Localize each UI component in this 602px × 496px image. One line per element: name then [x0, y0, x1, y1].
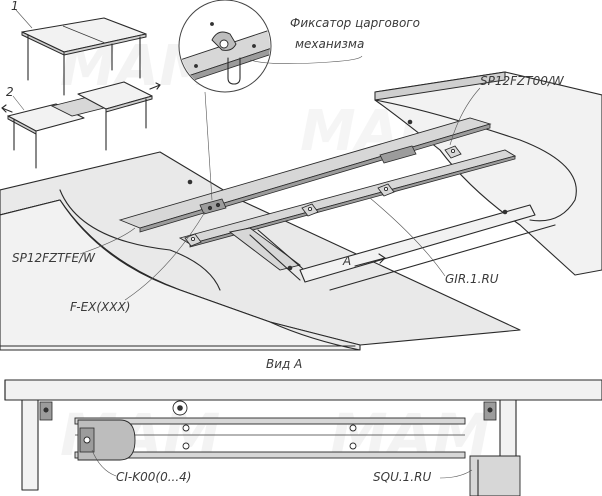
direction-label: A — [342, 254, 351, 268]
tabletop-right-edge — [374, 71, 506, 101]
stopper-block — [199, 198, 227, 215]
screw — [210, 22, 214, 26]
insert-guide-label: SP12FZT00/W — [480, 74, 565, 88]
stopper-leader — [124, 211, 206, 301]
screw — [194, 64, 198, 68]
lock-label-line1: Фиксатор царгового — [290, 16, 420, 30]
lock-spring — [227, 57, 241, 85]
table-closed-sketch: 1 — [11, 0, 147, 96]
pin — [407, 119, 413, 125]
tabletop-cutout-edge — [59, 189, 221, 291]
fixing-hole — [349, 442, 357, 450]
table-edge — [63, 33, 147, 56]
support-bar — [249, 234, 301, 281]
main-assembly — [0, 71, 602, 351]
profile-section — [469, 455, 521, 496]
support-bar — [257, 229, 311, 276]
arrow-right — [149, 84, 161, 90]
tabletop-right — [374, 71, 602, 276]
lock-label-leader — [249, 55, 363, 64]
apron-line — [329, 224, 556, 291]
fixing-hole — [182, 442, 190, 450]
mounting-bracket — [184, 233, 202, 247]
arrow-right-head — [155, 82, 161, 90]
callout-leader — [204, 91, 213, 201]
section-rail-bottom — [74, 451, 466, 459]
arrow-left-head — [1, 104, 7, 113]
guide-rail-front-lower — [189, 155, 516, 248]
center-roller — [172, 400, 188, 416]
section-view-a: CI-K00(0...4) SQU.1.RU — [4, 379, 602, 496]
direction-arrow — [354, 257, 386, 267]
lock-label-line2: механизма — [295, 37, 364, 51]
lock-mechanism — [379, 145, 417, 164]
mounting-bracket — [444, 145, 462, 159]
tabletop-right-cutout — [374, 99, 577, 222]
view-caption: Вид А — [266, 357, 302, 371]
arrow-left — [1, 107, 13, 113]
stopper-label: F-EX(XXX) — [70, 300, 130, 314]
bar-leader — [369, 197, 446, 277]
right-guide-fitting — [483, 401, 497, 421]
side-guide-leader — [79, 227, 136, 255]
pin — [287, 265, 293, 271]
side-guide-label: SP12FZTFE/W — [12, 251, 96, 265]
direction-arrow-head — [378, 253, 386, 264]
pin — [187, 179, 193, 185]
section-tabletop — [4, 379, 602, 401]
step-number-2: 2 — [6, 85, 14, 99]
apron-panel — [299, 204, 536, 283]
screw — [252, 44, 256, 48]
lock-latch-axis — [219, 39, 229, 49]
table-split-line — [62, 25, 106, 44]
table-edge — [105, 95, 153, 113]
connector-leader — [91, 449, 117, 477]
table-opened-sketch: 2 — [1, 81, 161, 169]
leader-line — [15, 9, 33, 29]
pin — [502, 209, 508, 215]
section-rail-top — [74, 417, 466, 425]
connector-label: CI-K00(0...4) — [116, 470, 191, 484]
profile-leader — [439, 469, 473, 479]
left-guide-fitting — [39, 401, 53, 421]
profile-label: SQU.1.RU — [373, 470, 431, 484]
fixing-hole — [182, 424, 190, 432]
insert-guide-leader — [449, 87, 481, 146]
left-apron — [21, 399, 39, 491]
mounting-bracket — [377, 183, 395, 197]
main-labels: Фиксатор царгового механизма SP12FZT00/W… — [12, 16, 565, 371]
bar-label: GIR.1.RU — [445, 272, 499, 286]
connector-block — [77, 419, 136, 461]
mounting-bracket — [301, 203, 319, 217]
fixing-hole — [349, 424, 357, 432]
leader-line — [12, 95, 25, 111]
tabletop-left-surface — [0, 199, 361, 351]
lock-detail-callout — [178, 0, 272, 201]
step-number-1: 1 — [11, 0, 19, 13]
